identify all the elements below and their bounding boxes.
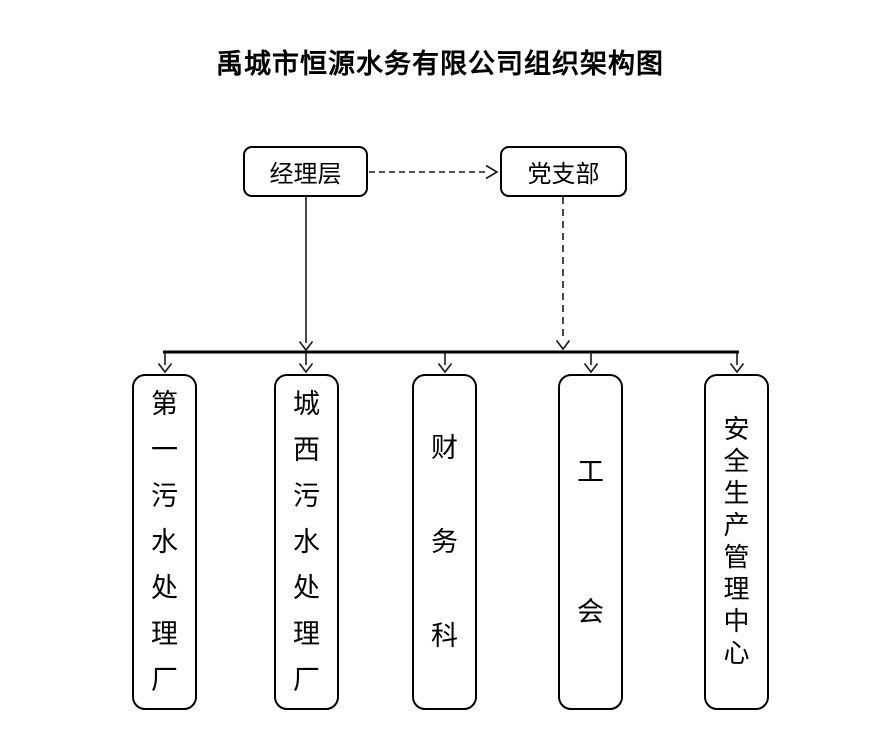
node-management-label: 经理层	[269, 162, 342, 188]
node-safety-production-center-label: 安全生产管理中心	[723, 415, 750, 668]
node-party-branch-label: 党支部	[527, 162, 600, 188]
edge-bus-to-dept-2	[298, 353, 314, 374]
node-management: 经理层	[243, 146, 368, 197]
node-first-sewage-plant-label: 第一污水处理厂	[151, 388, 178, 695]
diagram-title: 禹城市恒源水务有限公司组织架构图	[216, 49, 664, 79]
edge-bus-to-dept-4	[583, 353, 599, 374]
node-west-city-sewage-plant: 城西污水处理厂	[274, 374, 339, 710]
node-labor-union: 工会	[558, 374, 623, 710]
edge-bus-to-dept-5	[729, 353, 745, 374]
edge-management-to-party	[369, 164, 499, 180]
node-party-branch: 党支部	[500, 146, 627, 197]
node-finance-section: 财务科	[412, 374, 477, 710]
node-labor-union-label: 工会	[577, 456, 604, 627]
edge-management-to-bus	[298, 197, 314, 352]
node-first-sewage-plant: 第一污水处理厂	[132, 374, 197, 710]
edge-bus-to-dept-1	[157, 353, 173, 374]
edge-party-to-bus	[555, 197, 571, 351]
node-west-city-sewage-plant-label: 城西污水处理厂	[293, 388, 320, 695]
node-safety-production-center: 安全生产管理中心	[704, 374, 769, 710]
edge-bus-to-dept-3	[437, 353, 453, 374]
node-finance-section-label: 财务科	[431, 432, 458, 651]
